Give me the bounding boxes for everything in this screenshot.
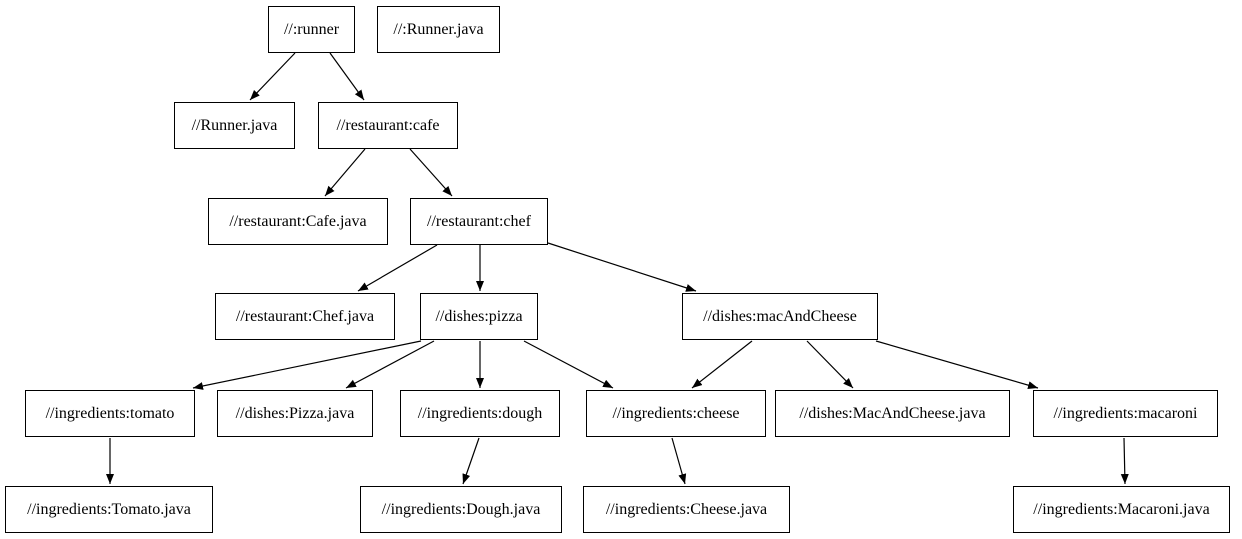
node-runner: //:runner	[268, 6, 355, 53]
edge-chef-to-mac-and-cheese	[547, 242, 697, 292]
edge-chef-to-chef-java	[357, 244, 438, 292]
node-cafe: //restaurant:cafe	[318, 102, 458, 149]
node-cafe-java: //restaurant:Cafe.java	[208, 198, 388, 245]
edge-pizza-to-cheese	[523, 340, 614, 389]
node-dough-java: //ingredients:Dough.java	[360, 486, 562, 533]
edge-dough-to-dough-java	[462, 437, 480, 485]
edge-mac-and-cheese-to-macaroni	[875, 340, 1039, 390]
node-chef-java: //restaurant:Chef.java	[215, 293, 395, 340]
edge-cafe-to-cafe-java	[324, 148, 366, 197]
node-chef: //restaurant:chef	[410, 198, 548, 245]
node-mac-and-cheese-java: //dishes:MacAndCheese.java	[775, 390, 1010, 437]
node-mac-and-cheese: //dishes:macAndCheese	[682, 293, 878, 340]
node-dough: //ingredients:dough	[400, 390, 560, 437]
edge-runner-to-cafe	[329, 52, 365, 101]
node-cheese-java: //ingredients:Cheese.java	[583, 486, 790, 533]
edge-macaroni-to-macaroni-java	[1120, 437, 1129, 485]
node-runner-java-file: //Runner.java	[174, 102, 295, 149]
edge-mac-and-cheese-to-mac-and-cheese-java	[806, 340, 854, 389]
node-tomato-java: //ingredients:Tomato.java	[5, 486, 213, 533]
node-tomato: //ingredients:tomato	[25, 390, 195, 437]
edge-cheese-to-cheese-java	[671, 437, 687, 485]
edge-runner-to-runner-java-file	[249, 52, 296, 101]
edge-pizza-to-tomato	[192, 340, 422, 390]
node-cheese: //ingredients:cheese	[586, 390, 766, 437]
node-pizza-java: //dishes:Pizza.java	[217, 390, 373, 437]
node-macaroni: //ingredients:macaroni	[1033, 390, 1218, 437]
edge-cafe-to-chef	[409, 148, 453, 197]
edge-pizza-to-pizza-java	[345, 340, 435, 389]
node-pizza: //dishes:pizza	[420, 293, 538, 340]
node-macaroni-java: //ingredients:Macaroni.java	[1013, 486, 1230, 533]
node-runner-java-target: //:Runner.java	[377, 6, 500, 53]
edge-mac-and-cheese-to-cheese	[691, 340, 753, 389]
